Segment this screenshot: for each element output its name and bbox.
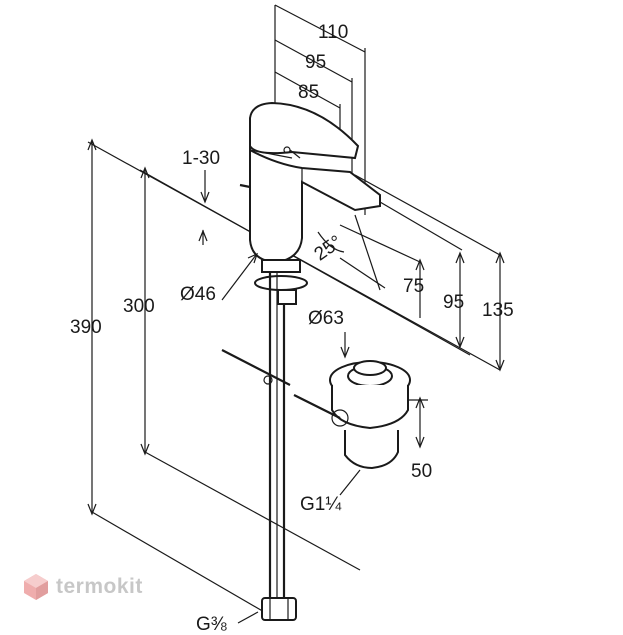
dim-50: 50 — [411, 461, 432, 482]
dim-95-top: 95 — [305, 52, 326, 73]
dim-1-30: 1-30 — [182, 148, 220, 169]
thread-g1-1-4: G1¼ — [300, 494, 342, 515]
drain-assembly: Ø63 50 G1¼ — [293, 308, 432, 515]
dim-46-group: Ø46 — [180, 252, 258, 305]
dim-46: Ø46 — [180, 284, 216, 305]
top-dimensions: 110 95 85 — [274, 4, 366, 215]
mounting-shank — [221, 259, 308, 600]
dim-390: 390 — [70, 317, 102, 338]
dim-300: 300 — [123, 296, 155, 317]
right-dimensions: 75 95 135 — [403, 251, 514, 372]
faucet-body: 25° — [239, 101, 386, 291]
dim-110: 110 — [318, 22, 348, 43]
dim-75: 75 — [403, 276, 424, 297]
dim-135: 135 — [482, 300, 514, 321]
dim-85: 85 — [298, 82, 319, 103]
watermark-text: termokit — [56, 575, 143, 598]
left-dimensions: 390 300 — [70, 138, 155, 516]
dim-1-30-group: 1-30 — [182, 148, 220, 245]
termokit-watermark: termokit — [22, 572, 143, 602]
termokit-logo-icon — [24, 574, 48, 600]
hose-end: G⅜ — [196, 597, 297, 635]
dim-25-degrees: 25° — [311, 232, 347, 266]
dim-95-right: 95 — [443, 292, 464, 313]
dim-63: Ø63 — [308, 308, 344, 329]
thread-g3-8: G⅜ — [196, 614, 227, 635]
